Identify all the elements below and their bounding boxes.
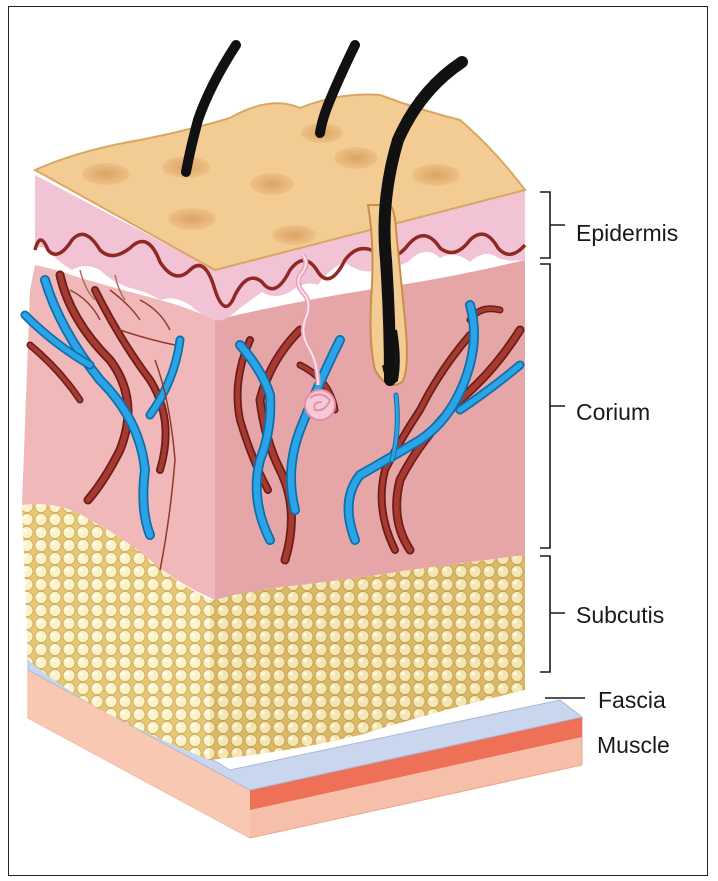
epidermis-bracket [540,192,565,258]
corium-label: Corium [576,399,650,426]
pore [334,147,378,169]
pore [250,173,294,195]
pore [82,163,130,185]
muscle-label: Muscle [597,732,670,759]
pore [272,225,316,245]
pore [168,208,216,230]
fascia-label: Fascia [598,687,666,714]
subcutis-bracket [540,556,565,672]
epidermis-label: Epidermis [576,220,678,247]
pore [412,164,460,186]
subcutis-label: Subcutis [576,602,664,629]
corium-bracket [540,264,565,548]
